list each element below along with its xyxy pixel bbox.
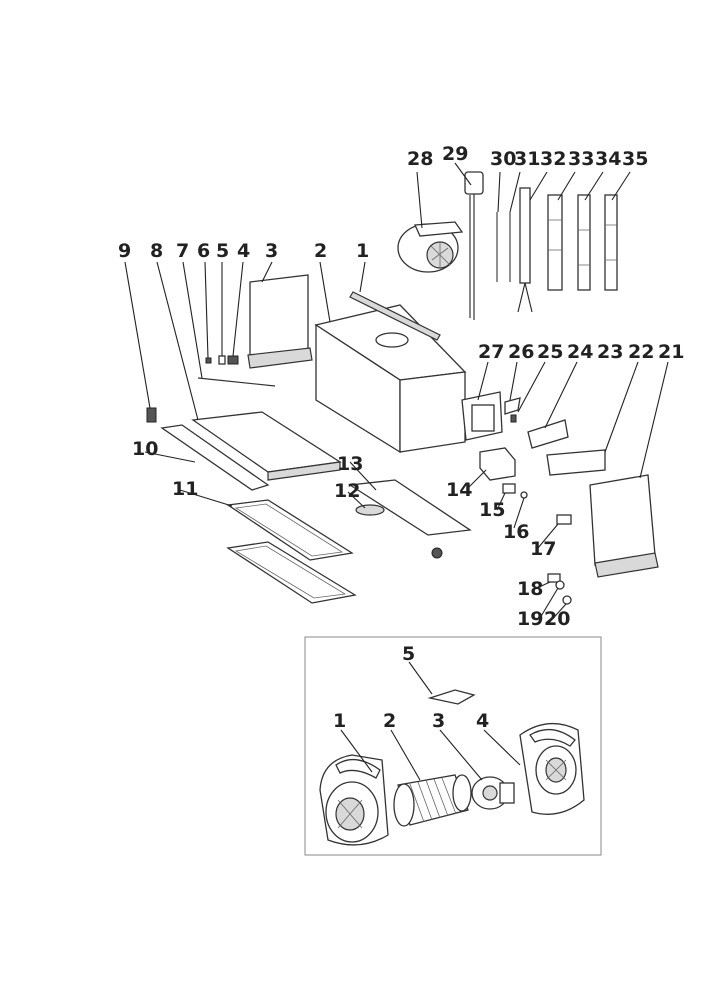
inset-label-1: 1	[333, 710, 346, 732]
label-31: 31	[514, 148, 540, 170]
label-1: 1	[356, 240, 369, 262]
label-22: 22	[628, 341, 654, 363]
label-14: 14	[446, 479, 472, 501]
label-29: 29	[442, 143, 468, 165]
main-housing-part	[314, 304, 467, 454]
wire-harness-parts	[496, 187, 618, 313]
switch-part	[146, 407, 157, 423]
label-33: 33	[568, 148, 594, 170]
electrical-components	[479, 447, 572, 605]
label-24: 24	[567, 341, 593, 363]
label-30: 30	[490, 148, 516, 170]
inset-label-2: 2	[383, 710, 396, 732]
label-23: 23	[597, 341, 623, 363]
power-cord-part	[464, 171, 484, 320]
label-18: 18	[517, 578, 543, 600]
small-bracket-parts	[197, 355, 276, 387]
blower-fan-part	[397, 221, 464, 273]
inset-part-2-impeller	[393, 774, 472, 827]
label-5: 5	[216, 240, 229, 262]
inset-label-5: 5	[402, 643, 415, 665]
label-15: 15	[479, 499, 505, 521]
label-8: 8	[150, 240, 163, 262]
inset-part-3-motor	[471, 776, 515, 810]
label-35: 35	[622, 148, 648, 170]
filter-parts	[226, 499, 357, 604]
label-2: 2	[314, 240, 327, 262]
label-19: 19	[517, 608, 543, 630]
leader-lines	[124, 162, 669, 625]
front-strip-part	[160, 424, 270, 491]
label-17: 17	[530, 538, 556, 560]
inset-label-4: 4	[476, 710, 489, 732]
label-7: 7	[176, 240, 189, 262]
upper-part-labels: 28 29 30 31 32 33 34 35 9 8 7 6 5 4 3 2 …	[118, 143, 684, 630]
side-cover-parts	[461, 391, 659, 578]
label-4: 4	[237, 240, 250, 262]
fan-motor-inset: 5 1 2 3 4	[304, 636, 602, 856]
label-25: 25	[537, 341, 563, 363]
inset-part-5	[427, 689, 476, 705]
label-21: 21	[658, 341, 684, 363]
label-32: 32	[540, 148, 566, 170]
lamp-parts	[348, 479, 472, 559]
label-6: 6	[197, 240, 210, 262]
label-9: 9	[118, 240, 131, 262]
label-26: 26	[508, 341, 534, 363]
label-16: 16	[503, 521, 529, 543]
label-3: 3	[265, 240, 278, 262]
label-28: 28	[407, 148, 433, 170]
label-10: 10	[132, 438, 158, 460]
label-11: 11	[172, 478, 198, 500]
top-bar-part	[349, 291, 441, 341]
inset-part-1-housing	[319, 754, 389, 846]
label-12: 12	[334, 480, 360, 502]
front-panel-part	[247, 274, 313, 369]
label-20: 20	[544, 608, 570, 630]
label-34: 34	[595, 148, 621, 170]
label-13: 13	[337, 453, 363, 475]
label-27: 27	[478, 341, 504, 363]
base-tray-part	[191, 411, 342, 481]
inset-part-4-housing	[519, 722, 585, 815]
inset-label-3: 3	[432, 710, 445, 732]
